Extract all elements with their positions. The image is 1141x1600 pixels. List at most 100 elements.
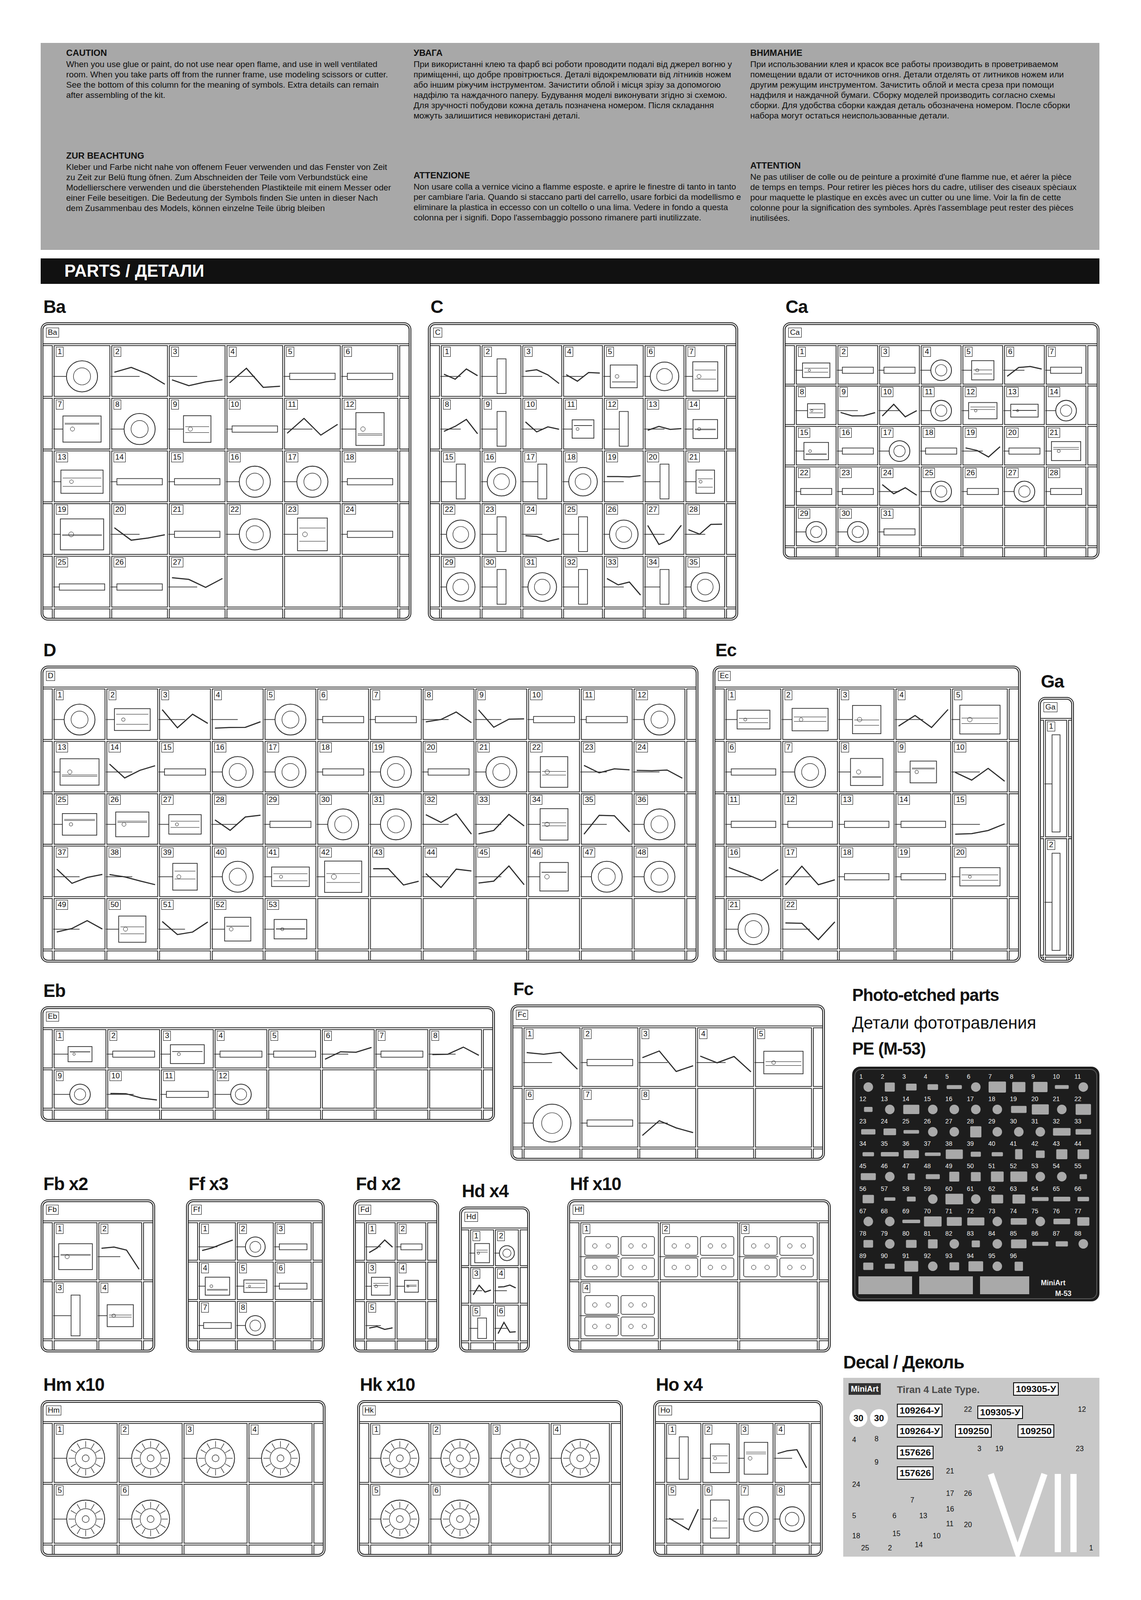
part-detail (185, 426, 209, 427)
part-outline (425, 814, 472, 835)
sprue-frame: Fd x2Fd12345 (353, 1199, 440, 1353)
callout-number: 53 (266, 900, 279, 910)
runner (461, 1266, 528, 1268)
part-outline (271, 866, 309, 887)
callout-number: 3 (641, 1029, 650, 1040)
part-outline (779, 1506, 805, 1532)
part-detail (229, 927, 233, 931)
runner (430, 397, 736, 398)
callout-number: 22 (784, 900, 797, 910)
part-outline (371, 1277, 391, 1296)
etched-part (904, 1260, 919, 1272)
runner (159, 1028, 162, 1120)
part-detail (771, 1060, 776, 1065)
part-outline (170, 1044, 205, 1064)
part-outline (644, 808, 676, 840)
part-detail (121, 718, 126, 722)
runner (188, 1221, 322, 1223)
part-outline (478, 709, 525, 728)
callout-number: 7 (377, 1031, 386, 1041)
runner (811, 1026, 814, 1158)
callout-number: 19 (897, 847, 910, 858)
part-detail (64, 423, 100, 425)
part-detail (60, 1255, 91, 1256)
runner (267, 1028, 269, 1120)
runner (808, 1422, 812, 1555)
callout-number: 4 (699, 1029, 707, 1040)
part-outline (568, 467, 598, 497)
part-detail (65, 1254, 70, 1259)
decal-number: 9 (874, 1458, 879, 1467)
runner (780, 688, 784, 960)
runner (1040, 955, 1072, 958)
callout-number: 84 (988, 1229, 997, 1238)
part-outline (473, 1285, 491, 1295)
part-detail (642, 1302, 647, 1308)
callout-number: 24 (880, 1117, 889, 1125)
etched-part (858, 1276, 913, 1295)
etched-part (924, 1216, 942, 1227)
illustration (43, 1009, 493, 1120)
part-outline (583, 815, 630, 835)
part-detail (229, 763, 247, 781)
etched-part (1032, 1242, 1049, 1247)
runner (282, 344, 285, 618)
sprue-gate (580, 824, 607, 825)
part-outline (239, 519, 271, 551)
wheel-spoke (215, 1469, 216, 1476)
wheel-spoke (465, 1528, 469, 1535)
runner (225, 344, 227, 618)
callout-number: 18 (319, 742, 332, 753)
decal-number: 23 (1075, 1445, 1084, 1454)
part-outline (66, 1439, 105, 1478)
illustration (43, 1403, 323, 1555)
etched-part (967, 1217, 985, 1226)
part-outline (274, 919, 307, 939)
runner (43, 1221, 153, 1223)
registration-number: 109305-У (1013, 1382, 1059, 1396)
runner (811, 1026, 813, 1158)
callout-number: 37 (923, 1140, 932, 1148)
part-detail (743, 718, 748, 722)
part-detail (246, 525, 264, 543)
wheel-spoke (391, 1504, 395, 1510)
part-detail (810, 526, 822, 538)
part-detail (801, 1243, 806, 1249)
part-outline (114, 527, 165, 541)
runner (246, 1422, 250, 1555)
runner (430, 606, 736, 610)
callout-number: 1 (55, 346, 64, 357)
part-outline (183, 415, 211, 443)
sprue-gate (738, 1256, 779, 1258)
part-outline (109, 764, 156, 778)
runner (43, 397, 409, 398)
part-outline (325, 1047, 372, 1060)
runner (340, 344, 342, 618)
part-outline (840, 412, 875, 417)
etched-part (907, 1173, 915, 1180)
callout-number: 4 (201, 1263, 209, 1274)
callout-number: 72 (966, 1207, 975, 1215)
callout-number: 2 (432, 1424, 441, 1435)
callout-number: 22 (798, 468, 811, 478)
brand-mark: M-53 (1054, 1289, 1073, 1298)
part-outline (110, 1093, 157, 1101)
runner (51, 1422, 55, 1555)
part-detail (299, 528, 326, 529)
runner (43, 554, 409, 556)
etched-part (1078, 1239, 1088, 1249)
runner (43, 449, 409, 451)
callout-number: 34 (530, 794, 543, 805)
callout-number: 3 (741, 1224, 749, 1234)
part-outline (287, 418, 338, 436)
part-outline (202, 1240, 233, 1251)
part-detail (708, 1243, 713, 1249)
part-outline (968, 402, 997, 419)
illustration (852, 1066, 1100, 1302)
callout-number: 8 (431, 1031, 440, 1041)
runner (1043, 719, 1045, 960)
wheel-spoke (95, 1449, 101, 1454)
part-detail (974, 409, 977, 413)
parts-group (579, 1236, 814, 1336)
runner (212, 1028, 216, 1120)
